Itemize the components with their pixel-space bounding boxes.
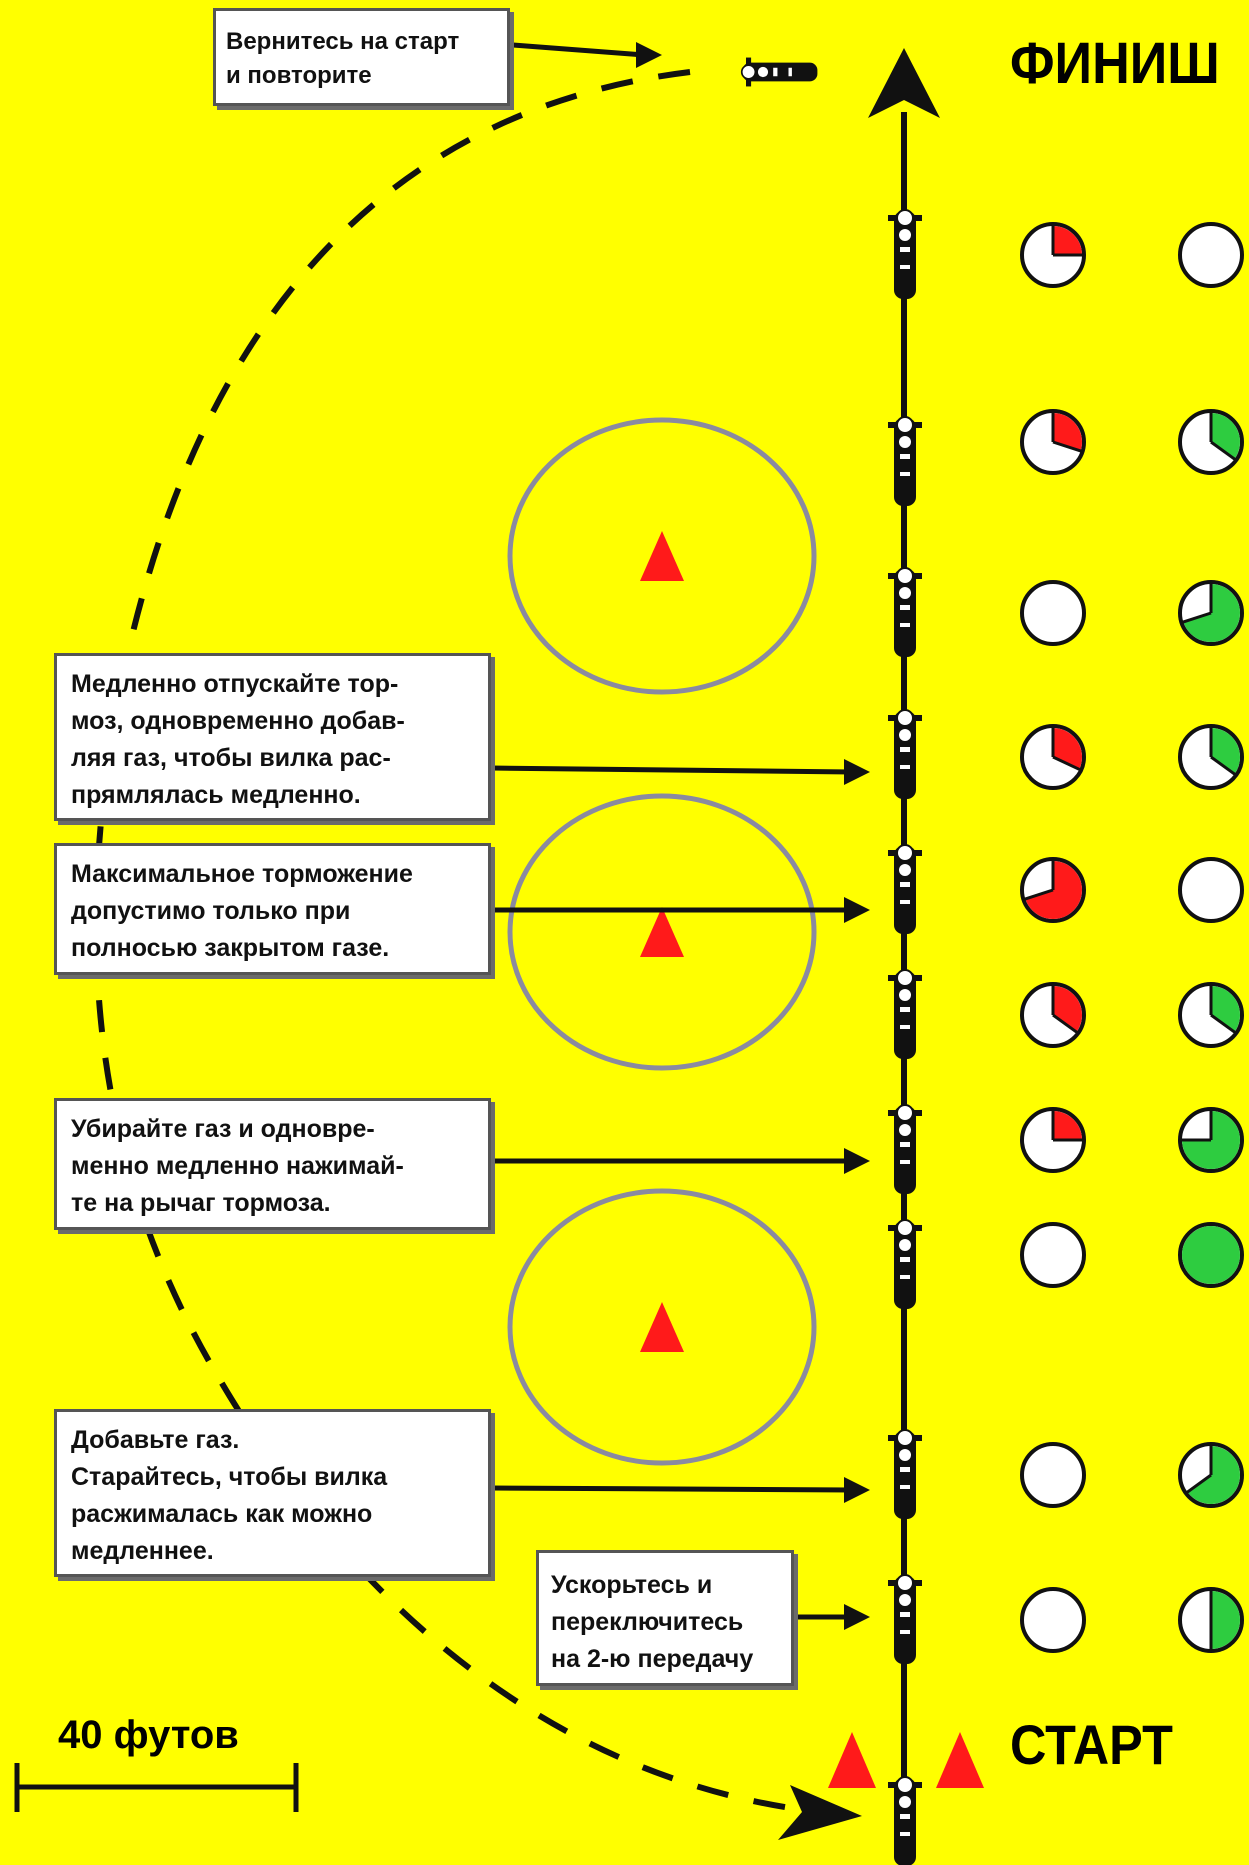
start-cone-icon-2 — [936, 1732, 984, 1788]
cone-icon-3 — [640, 1302, 684, 1352]
brake-indicator-10-face — [1020, 1587, 1086, 1653]
brake-indicator-3-face — [1020, 580, 1086, 646]
pointer-line-5 — [490, 1485, 853, 1493]
motorcycle-icon-6 — [887, 969, 923, 1060]
note-accelerate: Ускорьтесь и переключитесь на 2-ю переда… — [536, 1550, 794, 1686]
throttle-indicator-6 — [1178, 982, 1244, 1048]
brake-indicator-1-fill — [1053, 226, 1082, 255]
motorcycle-icon-9 — [887, 1429, 923, 1520]
brake-indicator-1 — [1020, 222, 1086, 288]
throttle-indicator-9-edge-b — [1185, 1473, 1212, 1495]
throttle-indicator-2 — [1178, 409, 1244, 475]
start-cone-icon-1 — [828, 1732, 876, 1788]
finish-arrow-icon — [868, 48, 940, 118]
throttle-indicator-4 — [1178, 724, 1244, 790]
brake-indicator-6-fill — [1053, 986, 1082, 1033]
brake-indicator-4-edge-b — [1052, 755, 1082, 772]
motorcycle-icon-1 — [887, 209, 923, 300]
finish-label: ФИНИШ — [1010, 31, 1220, 96]
cone-icon-1 — [640, 531, 684, 581]
throttle-indicator-9 — [1178, 1442, 1244, 1508]
brake-indicator-8 — [1020, 1222, 1086, 1288]
brake-indicator-9 — [1020, 1442, 1086, 1508]
start-label: СТАРТ — [1010, 1713, 1173, 1776]
brake-indicator-7 — [1020, 1107, 1086, 1173]
note-release-brake: Медленно отпускайте тор- моз, одновремен… — [54, 653, 491, 821]
brake-indicator-2-edge-b — [1052, 440, 1083, 454]
motorcycle-icon-2 — [887, 416, 923, 507]
brake-indicator-6 — [1020, 982, 1086, 1048]
motorcycle-icon-11 — [887, 1776, 923, 1865]
brake-indicator-10 — [1020, 1587, 1086, 1653]
motorcycle-icon-3 — [887, 567, 923, 658]
throttle-indicator-10 — [1178, 1587, 1244, 1653]
brake-indicator-6-edge-b — [1052, 1013, 1079, 1035]
brake-indicator-2-fill — [1053, 413, 1083, 451]
pointer-arrowhead-icon-1 — [636, 42, 662, 68]
brake-indicator-8-face — [1020, 1222, 1086, 1288]
throttle-indicator-2-edge-b — [1210, 440, 1237, 462]
obstacle-circle-3 — [507, 1188, 817, 1466]
pointer-arrowhead-icon-5 — [844, 1477, 870, 1503]
throttle-indicator-8 — [1178, 1222, 1244, 1288]
throttle-indicator-4-fill — [1211, 728, 1240, 775]
pointer-arrowhead-icon-6 — [844, 1604, 870, 1630]
brake-indicator-7-fill — [1053, 1111, 1082, 1140]
scale-label: 40 футов — [58, 1713, 239, 1757]
brake-indicator-2 — [1020, 409, 1086, 475]
return-path-dashed — [93, 69, 851, 1818]
note-return-to-start: Вернитесь на старт и повторите — [213, 8, 510, 106]
brake-indicator-9-face — [1020, 1442, 1086, 1508]
brake-indicator-4 — [1020, 724, 1086, 790]
throttle-indicator-10-fill — [1211, 1591, 1240, 1649]
throttle-indicator-9-fill — [1187, 1446, 1240, 1504]
throttle-indicator-7 — [1178, 1107, 1244, 1173]
pointer-arrowhead-icon-4 — [844, 1148, 870, 1174]
throttle-indicator-5-face — [1178, 857, 1244, 923]
obstacle-circle-2 — [507, 793, 817, 1071]
pointer-arrowhead-icon-3 — [844, 897, 870, 923]
throttle-indicator-4-edge-b — [1210, 755, 1237, 777]
throttle-indicator-3 — [1178, 580, 1244, 646]
cone-icon-2 — [640, 907, 684, 957]
motorcycle-icon-10 — [887, 1574, 923, 1665]
throttle-indicator-8-fill — [1182, 1226, 1240, 1284]
motorcycle-return-icon — [740, 56, 819, 88]
motorcycle-icon-4 — [887, 709, 923, 800]
motorcycle-icon-7 — [887, 1104, 923, 1195]
note-max-braking: Максимальное торможение допустимо только… — [54, 843, 491, 975]
motorcycle-icon-8 — [887, 1219, 923, 1310]
pointer-line-1 — [512, 42, 645, 58]
motorcycle-icon-5 — [887, 844, 923, 935]
obstacle-circle-1 — [507, 417, 817, 695]
note-close-throttle: Убирайте газ и одновре- менно медленно н… — [54, 1098, 491, 1230]
throttle-indicator-3-edge-b — [1181, 611, 1212, 625]
throttle-indicator-6-fill — [1211, 986, 1240, 1033]
pointer-line-2 — [490, 765, 853, 775]
throttle-indicator-2-fill — [1211, 413, 1241, 460]
throttle-indicator-6-edge-b — [1210, 1013, 1237, 1035]
return-arrowhead-icon — [778, 1785, 862, 1840]
throttle-indicator-1-face — [1178, 222, 1244, 288]
throttle-indicator-1 — [1178, 222, 1244, 288]
note-add-gas: Добавьте газ. Старайтесь, чтобы вилка ра… — [54, 1409, 491, 1577]
throttle-indicator-5 — [1178, 857, 1244, 923]
brake-indicator-3 — [1020, 580, 1086, 646]
brake-indicator-5-edge-b — [1023, 888, 1054, 902]
brake-indicator-5 — [1020, 857, 1086, 923]
pointer-arrowhead-icon-2 — [844, 759, 870, 785]
